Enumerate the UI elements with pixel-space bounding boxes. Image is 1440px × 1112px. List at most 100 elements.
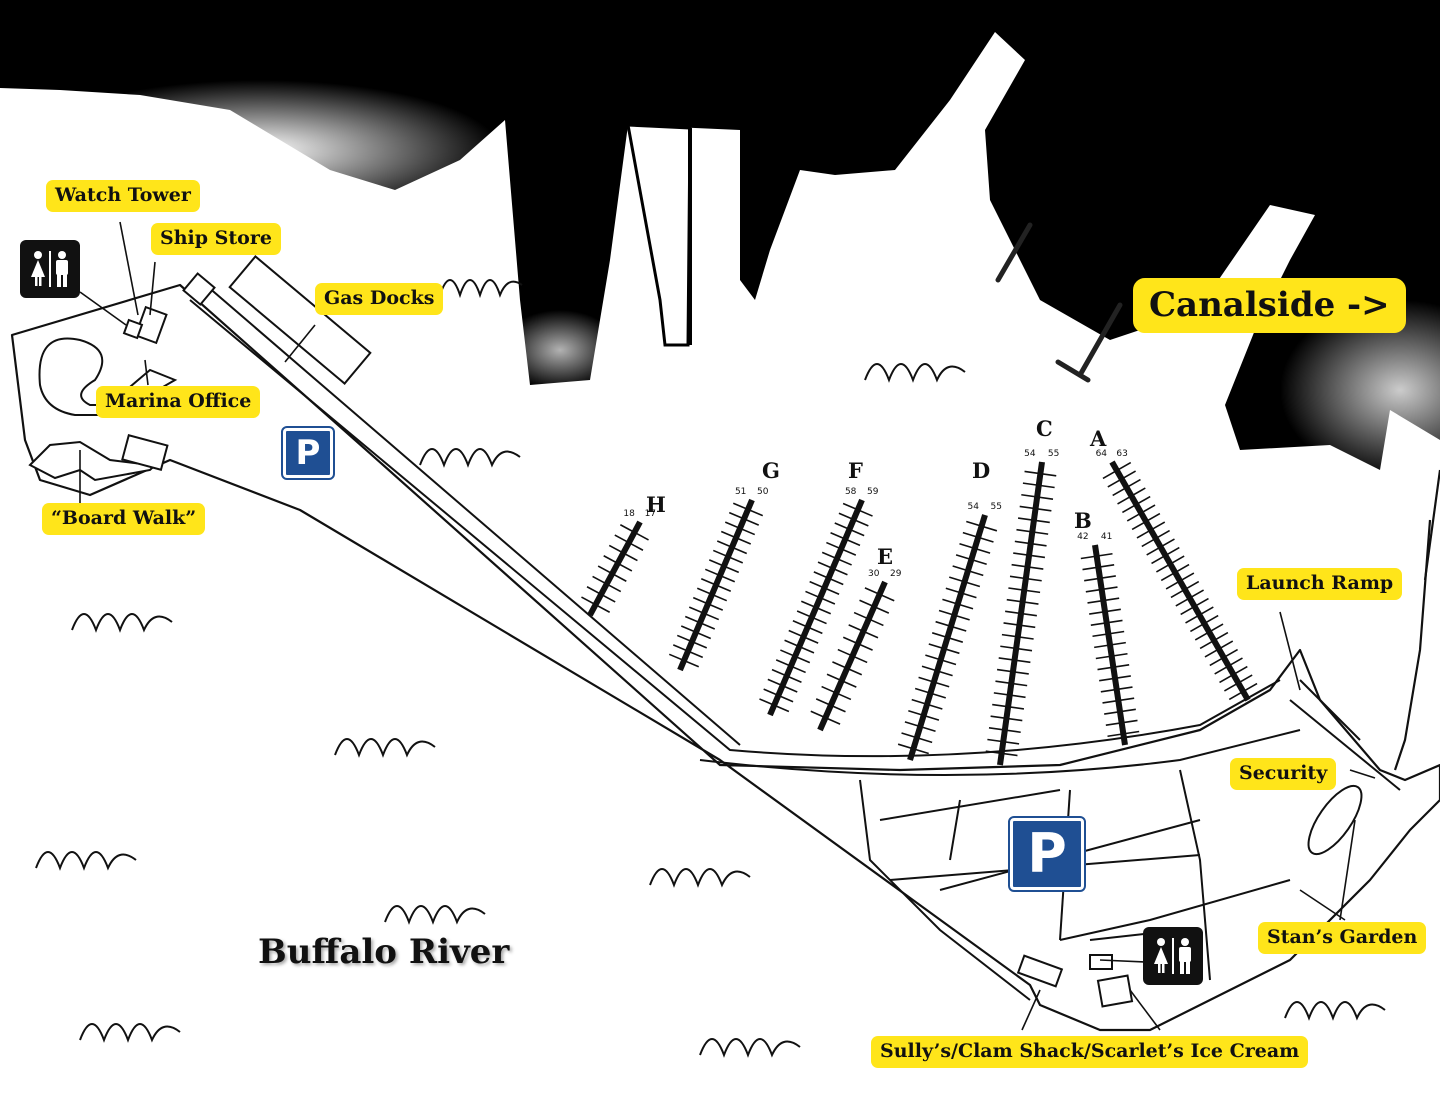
boat-slip: [914, 687, 946, 699]
boat-slip: [993, 692, 1026, 699]
boat-slip: [826, 541, 857, 556]
boat-slip: [918, 676, 950, 688]
boat-slip: [1165, 572, 1195, 590]
boat-slip: [619, 524, 649, 541]
boat-slip: [988, 727, 1021, 734]
restroom-icon: [20, 240, 80, 298]
boat-slip: [1155, 555, 1185, 573]
boat-slip: [1105, 719, 1138, 726]
boat-slip: [1102, 461, 1132, 480]
pier: [626, 123, 692, 347]
boat-slip: [848, 624, 879, 639]
boat-slip: [987, 738, 1020, 745]
boat-slip: [1094, 641, 1126, 649]
boat-slip: [1107, 730, 1140, 738]
boat-slip: [897, 743, 929, 755]
boat-slip: [1097, 664, 1130, 671]
boat-slip: [1228, 682, 1258, 701]
ship-store-label: Ship Store: [151, 223, 281, 255]
boat-slip: [834, 522, 865, 537]
boat-slip: [732, 502, 764, 517]
dock-stem: [587, 520, 643, 617]
boat-slip: [800, 600, 832, 615]
dock-letter-d: D: [972, 458, 991, 483]
boat-slip: [581, 596, 611, 613]
boat-slip: [1084, 575, 1116, 582]
boat-slip: [608, 544, 638, 562]
boat-slip: [955, 554, 987, 565]
dock-letter-b: B: [1074, 508, 1092, 533]
boat-slip: [1107, 470, 1137, 488]
boat-slip: [1008, 587, 1041, 594]
boat-slip: [959, 542, 991, 554]
boat-slip: [1170, 580, 1200, 599]
boat-slip: [1189, 614, 1219, 633]
boat-slip: [1095, 652, 1128, 660]
boat-slip: [704, 568, 736, 583]
slip-number: 30: [868, 569, 880, 579]
boat-slip: [597, 565, 627, 582]
boat-slip: [815, 698, 846, 713]
boat-slip: [1005, 610, 1037, 617]
slip-number: 50: [757, 487, 769, 497]
boat-slip: [1099, 675, 1131, 682]
boat-slip: [676, 634, 708, 649]
slip-number: 54: [1024, 449, 1036, 459]
boat-slip: [1024, 470, 1057, 477]
boat-slip: [1009, 575, 1042, 582]
boat-slip: [1219, 665, 1248, 684]
boat-slip: [1000, 645, 1033, 652]
boat-slip: [775, 659, 806, 674]
boat-slip: [842, 636, 873, 651]
boat-slip: [1151, 546, 1180, 565]
boat-slip: [1112, 478, 1141, 497]
dock-letter-f: F: [848, 458, 863, 483]
food-court-label: Sully’s/Clam Shack/Scarlet’s Ice Cream: [871, 1036, 1309, 1068]
dock-letter-c: C: [1036, 416, 1053, 441]
boat-slip: [724, 521, 756, 536]
boat-slip: [842, 502, 873, 517]
boat-slip: [1131, 512, 1161, 531]
boat-slip: [771, 668, 802, 683]
parking-icon-small: P: [281, 426, 335, 480]
slip-number: 54: [968, 502, 980, 512]
boat-slip: [949, 576, 981, 588]
canalside-link[interactable]: Canalside ->: [1133, 278, 1406, 334]
boat-slip: [817, 561, 848, 576]
boat-slip: [1185, 606, 1214, 624]
boat-slip: [1121, 495, 1151, 514]
slip-number: 58: [845, 487, 857, 497]
boat-slip: [1102, 697, 1135, 704]
boat-slip: [763, 688, 794, 703]
security-label: Security: [1230, 758, 1337, 790]
dock-letter-h: H: [646, 492, 666, 517]
boat-slip: [792, 620, 823, 635]
boat-slip: [853, 611, 884, 627]
boat-slip: [1204, 640, 1234, 658]
boat-slip: [728, 511, 760, 526]
launch-ramp-label: Launch Ramp: [1237, 568, 1403, 600]
boat-slip: [931, 632, 964, 643]
boat-slip: [1080, 552, 1113, 560]
boat-slip: [1003, 622, 1036, 629]
restroom-figures-icon: [31, 251, 68, 287]
slip-number: 59: [867, 487, 879, 497]
slip-number: 29: [890, 569, 902, 579]
boat-slip: [864, 587, 895, 602]
boat-slip: [1199, 631, 1229, 650]
boat-slip: [901, 732, 933, 744]
boat-slip: [1126, 504, 1156, 522]
boat-slip: [813, 571, 844, 586]
boat-slip: [1013, 552, 1046, 559]
boat-slip: [1001, 633, 1034, 640]
boat-slip: [592, 575, 622, 593]
boat-slip: [712, 549, 744, 564]
boat-slip: [1100, 686, 1133, 693]
boat-slip: [992, 703, 1025, 710]
slip-number: 63: [1116, 449, 1127, 459]
boat-slip: [952, 565, 984, 577]
boat-slip: [832, 661, 863, 676]
boat-slip: [708, 559, 740, 574]
boat-slip: [925, 654, 957, 666]
boat-slip: [938, 609, 970, 621]
